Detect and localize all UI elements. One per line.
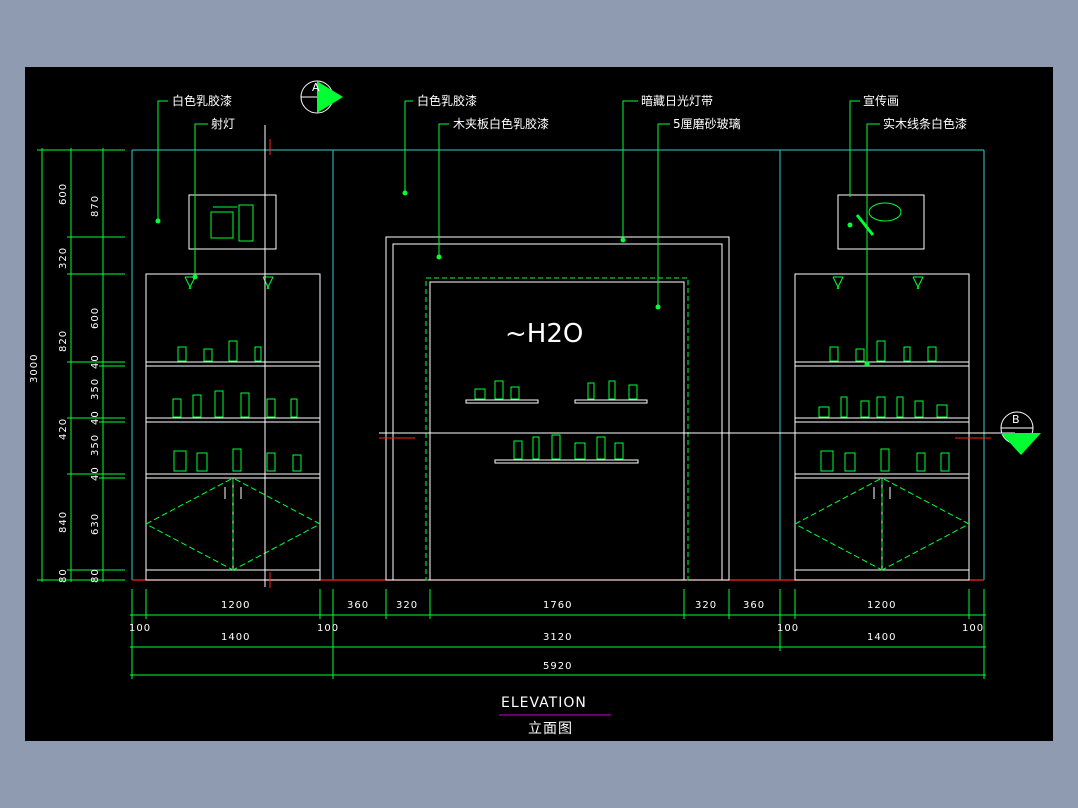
- dim-h-5: 320: [695, 600, 718, 611]
- dim-v3-4: 350: [90, 377, 101, 400]
- spot-lights: [184, 276, 924, 290]
- drawing-sheet: 白色乳胶漆 射灯 白色乳胶漆 木夹板白色乳胶漆 暗藏日光灯带 5厘磨砂玻璃 宣传…: [25, 67, 1053, 741]
- dim-v3-8: 630: [90, 512, 101, 535]
- section-marker-b: [1000, 411, 1041, 455]
- dim-v3-9: 80: [90, 568, 101, 583]
- callout-spotlight: 射灯: [211, 117, 236, 131]
- dim-v3-3: 40: [90, 354, 101, 369]
- dim-h2-2: 1400: [221, 632, 251, 643]
- dim-v2-6: 80: [58, 568, 69, 583]
- drawing-title: ELEVATION: [501, 695, 587, 711]
- h2o-logo: ~H2O: [505, 319, 584, 349]
- dim-h2-6: 1400: [867, 632, 897, 643]
- callout-wood-trim: 实木线条白色漆: [883, 117, 968, 131]
- dim-v-overall: 3000: [29, 353, 40, 383]
- dim-h-7: 1200: [867, 600, 897, 611]
- dim-v2-5: 840: [58, 510, 69, 533]
- dim-v3-7: 40: [90, 466, 101, 481]
- right-door-diamonds: [794, 477, 970, 571]
- dim-v2-3: 820: [58, 329, 69, 352]
- dim-h2-5: 100: [777, 623, 800, 634]
- dim-v3-2: 600: [90, 306, 101, 329]
- drawing-subtitle: 立面图: [528, 721, 573, 737]
- dim-h-6: 360: [743, 600, 766, 611]
- wall-outline: [131, 149, 985, 580]
- dim-h2-4: 3120: [543, 632, 573, 643]
- dim-v3-1: 870: [90, 194, 101, 217]
- section-marker-a-label: A: [312, 81, 320, 94]
- dim-h-3: 320: [396, 600, 419, 611]
- bottles: [172, 340, 950, 472]
- dim-h-4: 1760: [543, 600, 573, 611]
- dim-v3-6: 350: [90, 433, 101, 456]
- callout-light-strip: 暗藏日光灯带: [641, 94, 714, 108]
- section-marker-b-label: B: [1012, 413, 1020, 426]
- glass-shelves: [465, 399, 648, 464]
- right-poster: [837, 194, 925, 250]
- left-poster: [188, 194, 277, 250]
- leader-dots: [155, 190, 870, 367]
- callout-left-paint: 白色乳胶漆: [172, 94, 233, 108]
- dim-h-2: 360: [347, 600, 370, 611]
- left-door-diamonds: [145, 477, 321, 571]
- dim-total: 5920: [543, 661, 573, 672]
- callout-mid-paint: 白色乳胶漆: [417, 94, 478, 108]
- callout-poster: 宣传画: [863, 94, 900, 108]
- dim-h2-1: 100: [129, 623, 152, 634]
- dim-v3-5: 40: [90, 410, 101, 425]
- callout-frosted-glass: 5厘磨砂玻璃: [673, 117, 741, 131]
- elevation-drawing: [37, 80, 1041, 716]
- dim-v2-1: 600: [58, 182, 69, 205]
- dim-h2-3: 100: [317, 623, 340, 634]
- dim-h2-7: 100: [962, 623, 985, 634]
- vertical-dimension-lines: [37, 148, 125, 582]
- section-marker-a: [300, 80, 343, 114]
- leader-lines: [157, 100, 880, 367]
- callout-plywood: 木夹板白色乳胶漆: [453, 117, 550, 131]
- central-niche: [385, 236, 730, 581]
- dim-h-1: 1200: [221, 600, 251, 611]
- horizontal-dimension-lines: [130, 589, 986, 679]
- dim-v2-2: 320: [58, 246, 69, 269]
- dim-v2-4: 420: [58, 417, 69, 440]
- niche-bottles: [474, 380, 638, 460]
